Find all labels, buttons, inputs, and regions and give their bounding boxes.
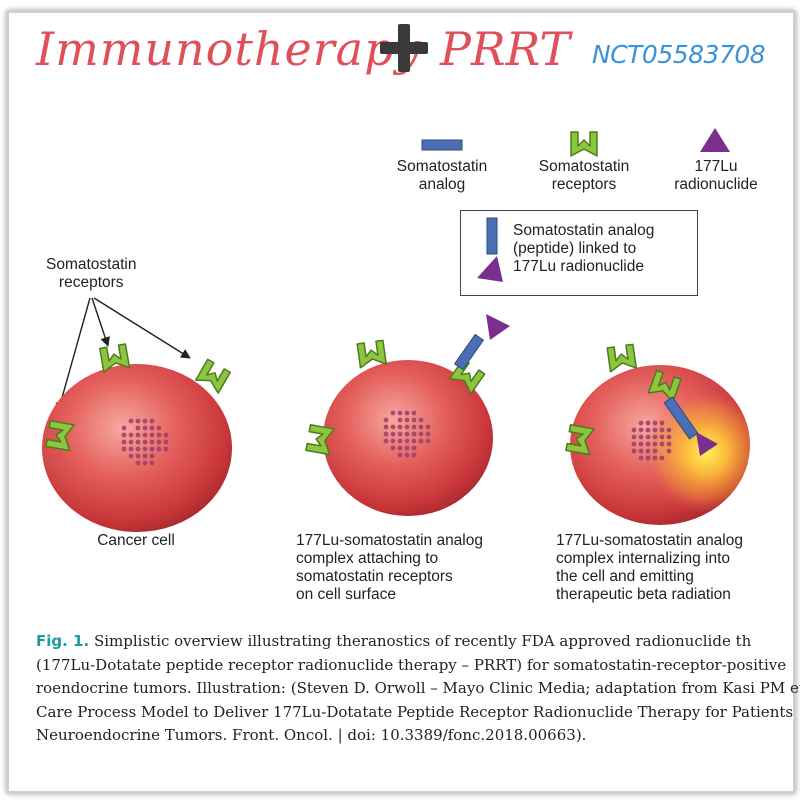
cancer-cell-1 bbox=[42, 343, 232, 532]
plus-icon bbox=[380, 24, 428, 72]
linked-radionuclide-icon bbox=[477, 256, 503, 282]
title-prrt: PRRT bbox=[440, 22, 571, 76]
title-immunotherapy: Immunotherapy bbox=[36, 22, 422, 76]
radionuclide-legend-icon bbox=[700, 128, 730, 152]
cancer-cell-3 bbox=[565, 343, 750, 525]
trial-id: NCT05583708 bbox=[592, 40, 766, 69]
receptor-legend-icon bbox=[570, 131, 598, 157]
figure-label: Fig. 1. bbox=[36, 632, 90, 650]
analog-legend-icon bbox=[421, 139, 463, 151]
cell1-label: Cancer cell bbox=[97, 532, 175, 549]
linked-analog-icon bbox=[486, 217, 498, 255]
cancer-cell-2 bbox=[305, 314, 510, 516]
figure-caption: Fig. 1. Simplistic overview illustrating… bbox=[36, 632, 800, 744]
linked-complex-legend-box bbox=[460, 210, 698, 296]
